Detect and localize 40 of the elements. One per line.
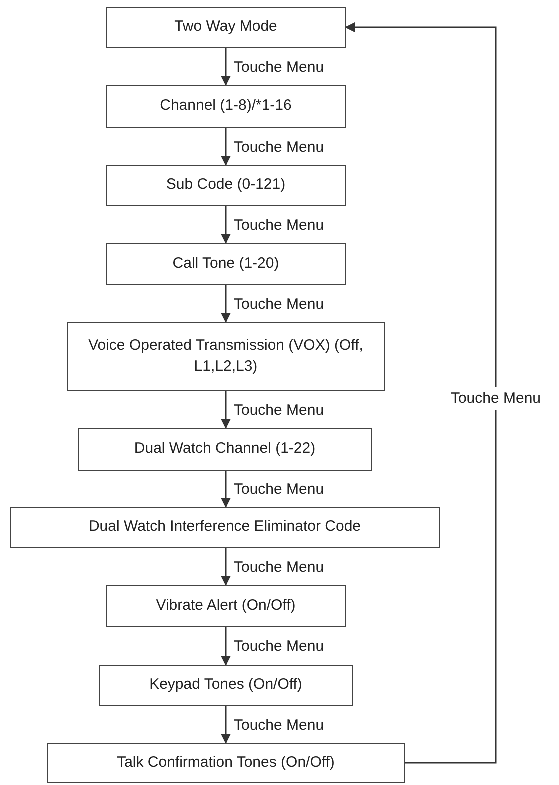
edge-label: Touche Menu: [234, 560, 324, 574]
box-label: Vibrate Alert (On/Off): [156, 596, 296, 616]
process-box: [78, 428, 372, 471]
process-box: [47, 743, 405, 783]
process-box: [10, 507, 440, 548]
edge-label: Touche Menu: [234, 140, 324, 154]
arrow: [221, 548, 231, 586]
box-label: Call Tone (1-20): [172, 254, 280, 274]
process-box: [67, 322, 385, 391]
box-label: Talk Confirmation Tones (On/Off): [117, 752, 335, 773]
edge-label: Touche Menu: [234, 639, 324, 654]
arrow: [221, 706, 231, 744]
box-label: Sub Code (0-121): [166, 175, 286, 196]
arrow: [221, 391, 231, 429]
process-box: [106, 7, 346, 48]
arrow: [221, 471, 231, 508]
box-label: Dual Watch Interference Eliminator Code: [88, 517, 362, 538]
edge-label: Touche Menu: [234, 296, 324, 312]
arrow: [221, 206, 231, 244]
process-box: [99, 665, 353, 706]
arrow: [221, 285, 231, 323]
arrow: [221, 128, 231, 166]
arrow: [221, 627, 231, 666]
edge-label: Touche Menu: [234, 60, 324, 74]
arrow: [345, 22, 497, 764]
edge-label: Touche Menu: [234, 718, 324, 732]
process-box: [106, 585, 346, 627]
box-label: Dual Watch Channel (1-22): [134, 439, 316, 460]
box-label: Channel (1-8)/*1-16: [160, 96, 292, 116]
edge-label: Touche Menu: [450, 387, 542, 410]
box-label: Keypad Tones (On/Off): [150, 675, 302, 696]
edge-label: Touche Menu: [234, 402, 324, 418]
box-label: Two Way Mode: [174, 17, 278, 38]
process-box: [106, 243, 346, 285]
edge-label: Touche Menu: [234, 218, 324, 232]
process-box: [106, 85, 346, 128]
edge-label: Touche Menu: [234, 482, 324, 497]
process-box: [106, 165, 346, 206]
box-label: Voice Operated Transmission (VOX) (Off, L1,L2,L3): [88, 336, 364, 376]
arrow: [221, 48, 231, 86]
